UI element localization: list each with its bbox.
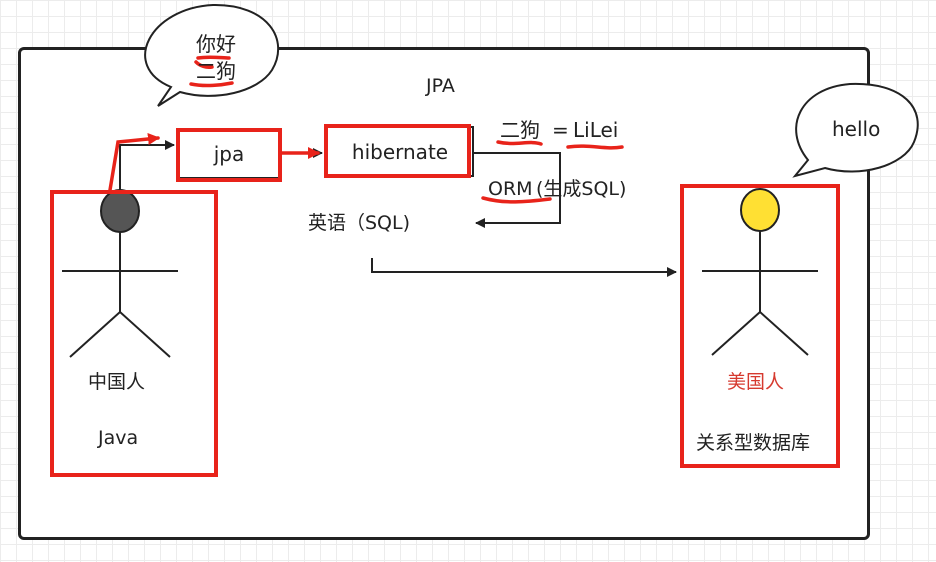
- person-to-jpa-arrow: [119, 140, 175, 190]
- chinese-person-figure: [62, 189, 178, 358]
- chinese-person-language: Java: [98, 427, 139, 449]
- red-box-jpa: [176, 128, 282, 182]
- mapping-note-lhs: 二狗: [500, 118, 540, 142]
- english-sql-note: 英语（SQL): [308, 212, 411, 234]
- orm-note-rest: (生成SQL): [536, 178, 627, 200]
- red-annotations: [108, 55, 624, 204]
- american-person-figure: [702, 188, 818, 356]
- red-mark-bubble: [194, 60, 214, 69]
- orm-note-orm: ORM: [488, 178, 533, 200]
- american-person-database: 关系型数据库: [696, 432, 811, 454]
- american-person-name: 美国人: [727, 371, 785, 393]
- speech-bubble-right: [792, 82, 919, 178]
- hibernate-node-label: hibernate: [351, 139, 449, 164]
- frame-title: JPA: [426, 75, 455, 97]
- red-underline-bubble-ni: [196, 55, 231, 60]
- red-underline-bubble-ergou: [189, 81, 234, 88]
- red-arrow-person-to-jpa: [108, 133, 160, 192]
- red-underline-lilei: [566, 144, 624, 150]
- sql-to-database-arrow: [371, 258, 677, 277]
- red-underline-ergou: [496, 140, 543, 146]
- hibernate-loop-arrow: [474, 152, 561, 228]
- bubble-left-line1: 你好: [196, 32, 236, 56]
- red-box-american-person: [680, 184, 840, 468]
- mapping-note-rhs: LiLei: [573, 118, 619, 142]
- jpa-node-label: jpa: [213, 141, 245, 166]
- red-box-chinese-person: [50, 190, 218, 477]
- mapping-note-eq: =: [552, 118, 569, 142]
- red-box-hibernate: [324, 124, 471, 178]
- chinese-person-name: 中国人: [88, 371, 146, 393]
- bubble-right-text: hello: [832, 117, 881, 141]
- red-underline-orm: [481, 196, 552, 204]
- bubble-left-line2: 二狗: [196, 59, 236, 83]
